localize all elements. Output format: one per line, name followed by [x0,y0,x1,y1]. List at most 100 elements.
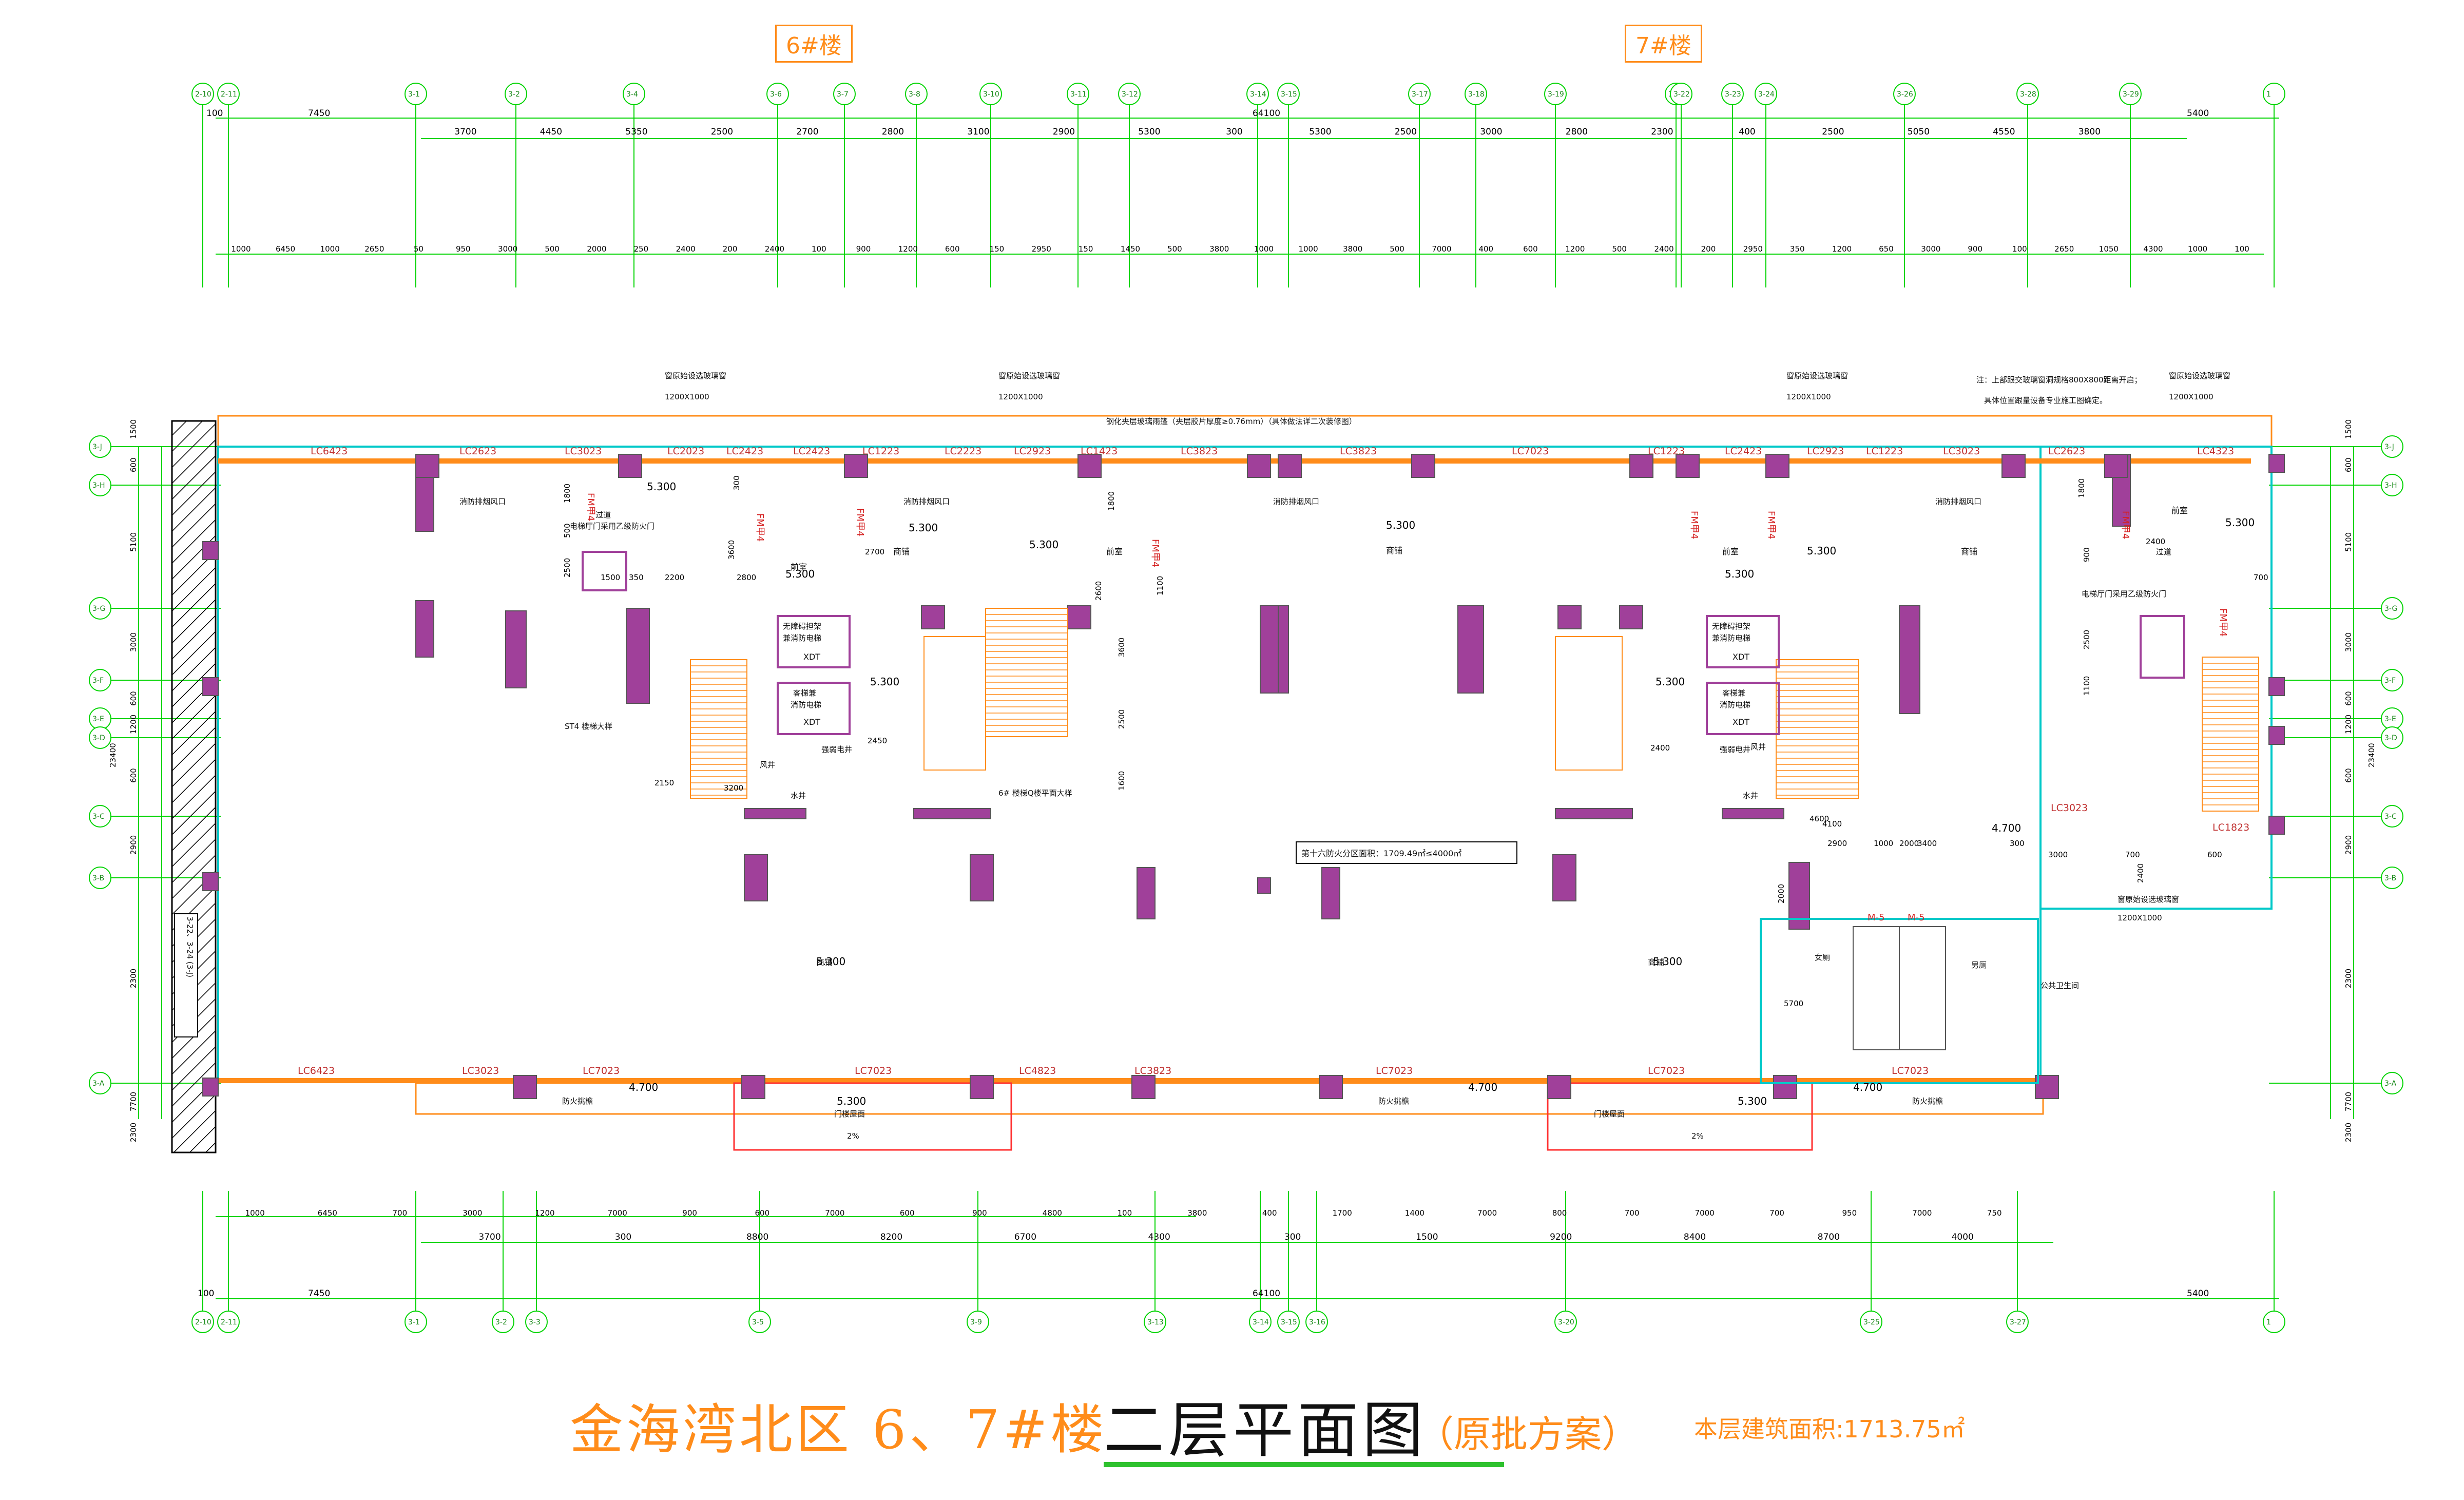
dimension-value: 3000 [498,244,517,254]
dimension-value: 100 [2012,244,2027,254]
dimension-value: 3800 [1343,244,1362,254]
smoke-shaft-4: 消防排烟风口 [1935,497,1981,506]
right-note-2: 具体位置跟量设备专业施工图确定。 [1984,396,2107,405]
column [1676,454,1700,478]
dimension-value: 300 [615,1232,631,1242]
window-label-bottom: LC7023 [1376,1065,1413,1076]
elevation-mark: 4.700 [1992,822,2021,834]
column [921,605,945,629]
dimension-value: 400 [1262,1208,1277,1218]
elevation-mark: 5.300 [909,522,938,534]
water-label-1: 水井 [791,791,806,800]
dimension-value: 100 [2235,244,2249,254]
dimension-value: 200 [1701,244,1716,254]
canopy-note: 钢化夹层玻璃雨篷（夹层胶片厚度≥0.76mm）（具体做法详二次装修图） [1106,417,1357,426]
room-dimension: 2200 [665,573,684,582]
fire-canopy-2: 防火挑檐 [1378,1097,1409,1106]
fire-door-label: FM甲4 [585,493,596,521]
dimension-value: 1500 [1416,1232,1438,1242]
room-dimension: 1600 [1117,771,1126,791]
room-dimension: 1800 [563,484,572,503]
dimension-value: 150 [990,244,1005,254]
dimension-value: 100 [812,244,826,254]
room-dimension: 2500 [1117,709,1126,729]
column [744,808,806,819]
glass-window-note-1: 窗原始设选玻璃窗 [665,371,726,380]
room-label-shop: 商铺 [816,957,833,967]
room-dimension: 4600 [1810,814,1829,823]
column [1899,605,1920,714]
column [505,610,527,688]
column [202,541,219,560]
elevation-mark: 5.300 [2225,516,2255,529]
dimension-value: 350 [1790,244,1805,254]
column [618,454,642,478]
dimension-value-left: 2300 [129,969,138,988]
dimension-value-left: 1500 [129,419,138,439]
axis-bubble-top: 3-4 [626,90,638,99]
dimension-value: 2700 [796,127,818,137]
dimension-value: 300 [1226,127,1242,137]
axis-bubble-left: 3-D [92,734,105,742]
axis-bubble-right: 3-A [2384,1080,2397,1088]
dimension-value: 50 [414,244,424,254]
public-wc-label: 公共卫生间 [2040,981,2079,990]
column [1555,808,1633,819]
dimension-value: 2800 [882,127,904,137]
glass-window-note-5: 窗原始设选玻璃窗 [2118,895,2179,904]
dimension-value: 3000 [1921,244,1940,254]
room-label-front-room: 前室 [1722,547,1739,556]
dimension-value: 7000 [1695,1208,1715,1218]
fire-canopy-1: 防火挑檐 [562,1097,593,1106]
axis-bubble-top: 3-14 [1250,90,1266,99]
axis-bubble-top: 3-26 [1897,90,1913,99]
dimension-value: 9200 [1550,1232,1572,1242]
column [844,454,868,478]
column [1557,605,1582,629]
dimension-value: 500 [1612,244,1627,254]
dimension-value: 4800 [1043,1208,1062,1218]
column [970,1075,994,1099]
room-dimension: 500 [563,523,572,538]
column [626,608,650,704]
elevation-mark: 5.300 [1029,539,1058,551]
axis-bubble-top: 3-15 [1281,90,1297,99]
axis-bubble-left: 3-C [92,813,105,821]
vestibule-2: 过道 [2156,547,2171,556]
dimension-value: 2300 [1651,127,1673,137]
column [2268,816,2285,835]
column [1247,454,1271,478]
window-label-bottom: LC7023 [855,1065,892,1076]
dimension-value: 2400 [1654,244,1673,254]
dimension-value: 3700 [454,127,476,137]
column [1319,1075,1343,1099]
dimension-value: 150 [1079,244,1093,254]
window-label-top: LC7023 [1512,446,1549,457]
dimension-value: 4550 [1993,127,2015,137]
dimension-value: 2500 [1822,127,1844,137]
dimension-value-right: 7700 [2344,1092,2353,1111]
dimension-value: 4300 [1148,1232,1170,1242]
column [2268,454,2285,473]
stair-treads [690,614,2259,805]
dimension-value: 1000 [231,244,251,254]
window-label-top: LC1423 [1081,446,1118,457]
xdt-4: XDT [1732,717,1749,727]
column [1411,454,1435,478]
window-label-mid: LC1823 [2212,822,2249,833]
lift-label-3b: 兼消防电梯 [1712,633,1750,643]
axis-bubble-right: 3-B [2384,874,2396,882]
dimension-value: 2800 [1566,127,1588,137]
room-dimension: 1800 [1107,491,1116,511]
column [2035,1075,2059,1099]
room-label-front-room: 前室 [791,562,807,572]
wind-label-1: 风井 [760,760,775,770]
dimension-value: 1000 [1254,244,1274,254]
dimension-value: 1200 [535,1208,554,1218]
window-label-top: LC2623 [2048,446,2085,457]
dimension-value: 4450 [540,127,562,137]
axis-bubble-top: 2-10 [195,90,211,99]
column [1131,1075,1156,1099]
dimension-value: 950 [1842,1208,1857,1218]
